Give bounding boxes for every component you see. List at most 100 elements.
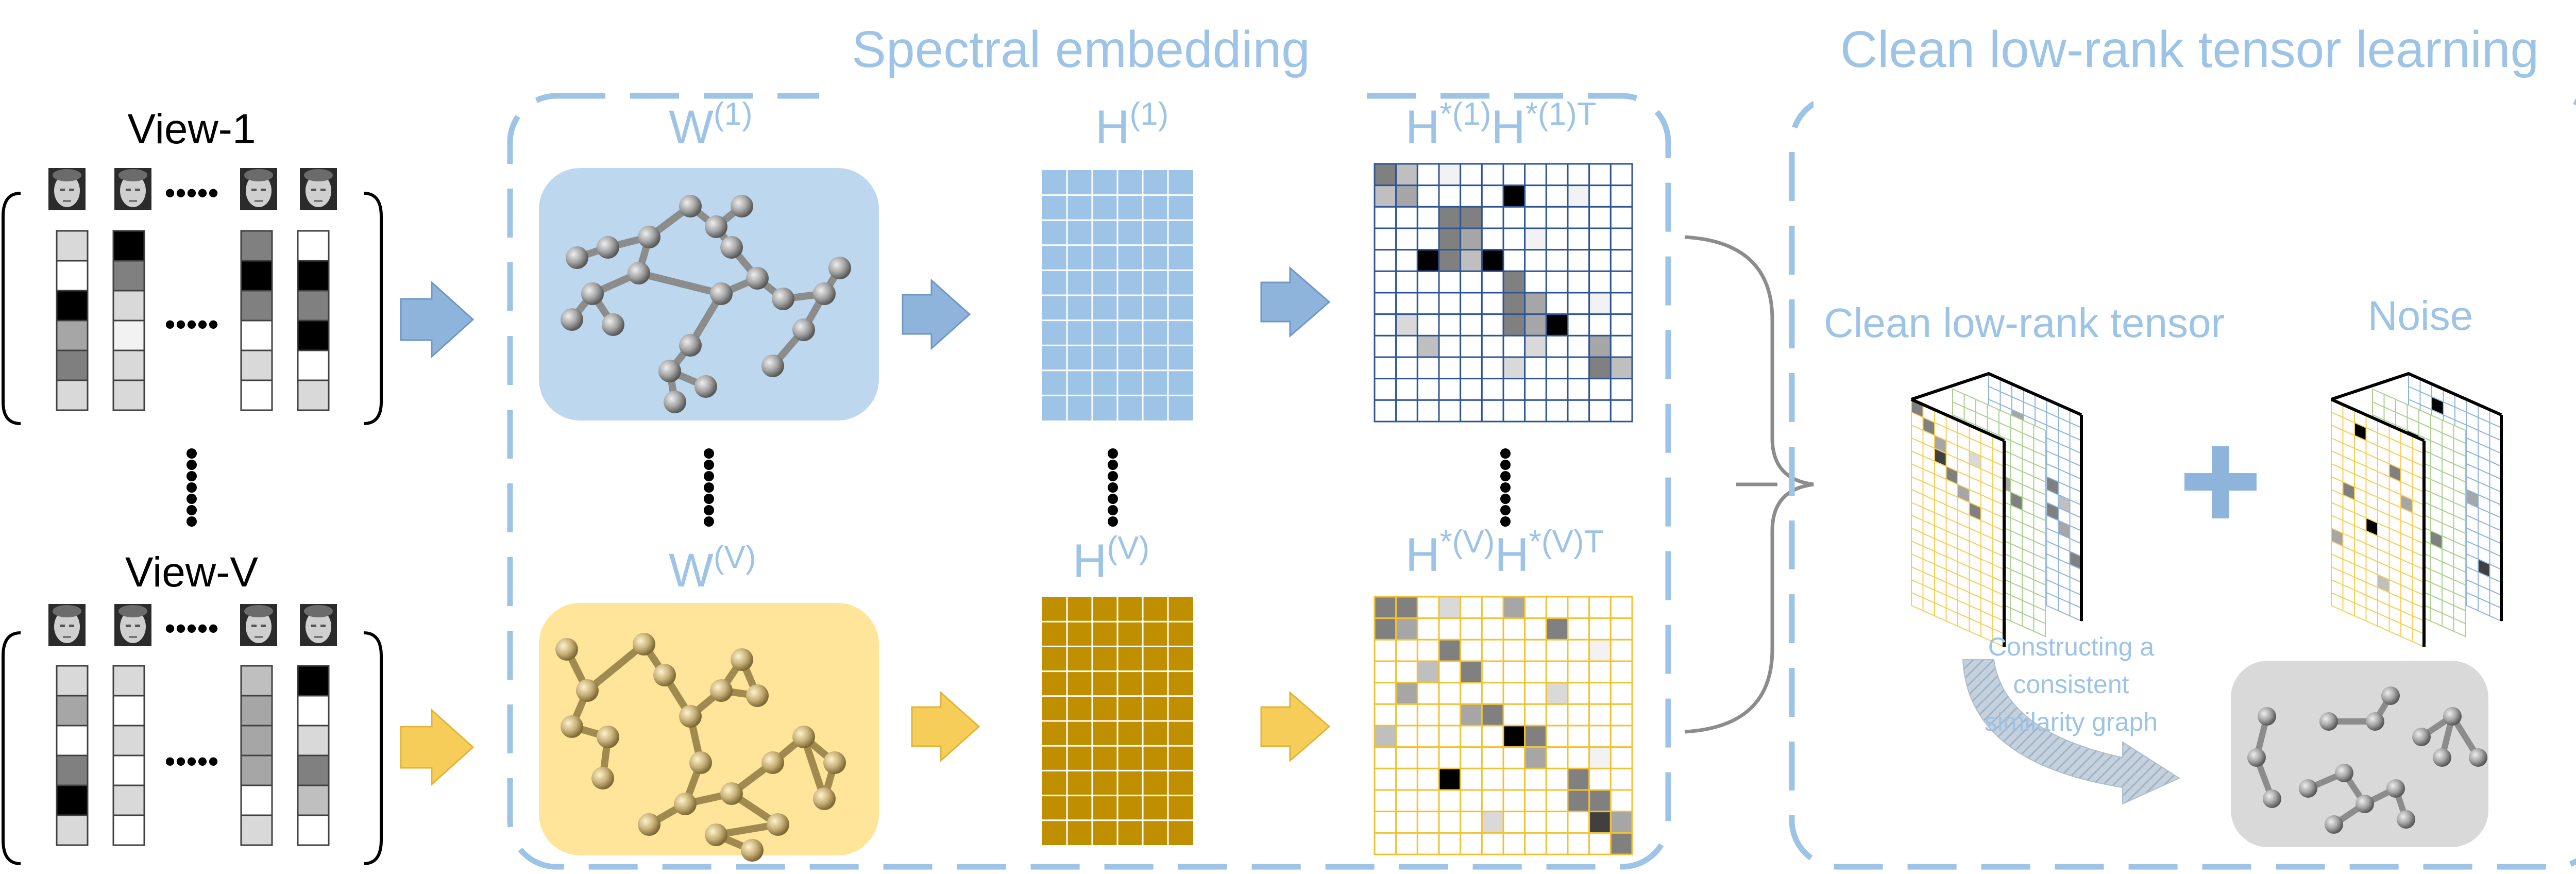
face-thumbnail-icon	[114, 604, 151, 646]
similarity-cell	[1438, 163, 1462, 187]
similarity-cell	[1374, 163, 1397, 187]
graph-panel-wv	[539, 603, 879, 855]
similarity-cell	[1545, 270, 1569, 294]
similarity-cell	[1609, 638, 1633, 662]
similarity-cell	[1460, 227, 1483, 251]
similarity-cell	[1416, 227, 1440, 251]
graph-node	[638, 813, 660, 836]
graph-node	[761, 355, 784, 377]
similarity-cell	[1545, 334, 1569, 358]
graph-node	[591, 767, 614, 789]
similarity-cell	[1567, 811, 1590, 834]
feature-cell	[240, 230, 273, 262]
similarity-cell	[1416, 682, 1440, 705]
tensor-edge	[2330, 398, 2425, 442]
similarity-cell	[1545, 356, 1569, 380]
graph-node	[767, 813, 789, 836]
similarity-cell	[1545, 660, 1569, 684]
similarity-cell	[1395, 703, 1418, 727]
graph-node	[828, 257, 851, 279]
graph-node	[628, 262, 650, 284]
feature-cell	[56, 784, 89, 816]
similarity-cell	[1567, 227, 1590, 251]
feature-cell	[297, 260, 330, 292]
similarity-cell	[1588, 292, 1612, 315]
similarity-cell	[1460, 399, 1483, 423]
wv-label: W(V)	[669, 540, 756, 597]
tensor-edge	[2331, 372, 2502, 416]
similarity-cell	[1438, 206, 1462, 229]
similarity-cell	[1588, 270, 1612, 294]
graph-node	[2443, 707, 2462, 726]
similarity-cell	[1524, 356, 1547, 380]
similarity-cell	[1438, 682, 1462, 705]
similarity-cell	[1416, 356, 1440, 380]
graph-node	[694, 375, 717, 398]
feature-cell	[112, 754, 145, 786]
graph-node	[2247, 748, 2266, 767]
tensor-cell	[2033, 617, 2046, 637]
similarity-cell	[1416, 270, 1440, 294]
similarity-cell	[1545, 163, 1569, 187]
feature-cell	[240, 320, 273, 351]
similarity-cell	[1588, 227, 1612, 251]
similarity-cell	[1416, 703, 1440, 727]
similarity-cell	[1460, 334, 1483, 358]
graph-node	[653, 664, 676, 686]
similarity-cell	[1567, 703, 1590, 727]
similarity-cell	[1481, 789, 1504, 813]
graph-node	[566, 246, 588, 269]
feature-cell	[240, 260, 273, 292]
similarity-cell	[1545, 292, 1569, 315]
similarity-cell	[1609, 378, 1633, 401]
graph-node	[674, 793, 697, 815]
clean-tensor-learning-title: Clean low-rank tensor learning	[1840, 21, 2539, 78]
similarity-cell	[1502, 660, 1526, 684]
similarity-cell	[1481, 249, 1504, 272]
graph-node	[823, 751, 846, 774]
similarity-cell	[1438, 746, 1462, 769]
clean-tensor-cube-icon	[1910, 372, 2083, 648]
spectral-title-backdrop	[819, 77, 1352, 113]
similarity-cell	[1460, 378, 1483, 401]
graph-node	[555, 638, 578, 661]
feature-cell	[240, 349, 273, 381]
bracket-right-1	[363, 192, 383, 425]
views-vertical-ellipsis	[187, 448, 197, 527]
feature-cell	[297, 814, 330, 846]
similarity-cell	[1374, 617, 1397, 641]
feature-cell	[56, 320, 89, 351]
ellipsis-dot	[704, 482, 714, 493]
similarity-cell	[1588, 334, 1612, 358]
feature-cell	[112, 379, 145, 411]
similarity-cell	[1545, 184, 1569, 208]
ellipsis-dot	[1500, 471, 1511, 481]
similarity-cell	[1588, 703, 1612, 727]
similarity-cell	[1588, 811, 1612, 834]
ellipsis-dot	[187, 460, 197, 470]
feature-cell	[56, 725, 89, 757]
similarity-cell	[1545, 313, 1569, 337]
similarity-cell	[1438, 617, 1462, 641]
view-v-group: View-V ••••• •••••	[48, 549, 337, 846]
similarity-cell	[1524, 270, 1547, 294]
similarity-cell	[1481, 292, 1504, 315]
ellipsis-dot	[704, 494, 714, 504]
similarity-cell	[1481, 270, 1504, 294]
similarity-cell	[1502, 356, 1526, 380]
similarity-cell	[1545, 703, 1569, 727]
similarity-cell	[1545, 596, 1569, 619]
arrow-right-icon	[911, 691, 980, 763]
consistent-graph-panel	[2231, 661, 2488, 847]
similarity-cell	[1588, 596, 1612, 619]
similarity-cell	[1460, 313, 1483, 337]
similarity-cell	[1524, 163, 1547, 187]
similarity-cell	[1524, 832, 1547, 855]
similarity-cell	[1502, 617, 1526, 641]
feature-vectors-v	[56, 665, 330, 846]
graph-node	[576, 679, 599, 702]
dots-row-faces-v: •••••	[164, 611, 218, 646]
similarity-cell	[1416, 378, 1440, 401]
similarity-cell	[1374, 227, 1397, 251]
similarity-cell	[1609, 746, 1633, 769]
